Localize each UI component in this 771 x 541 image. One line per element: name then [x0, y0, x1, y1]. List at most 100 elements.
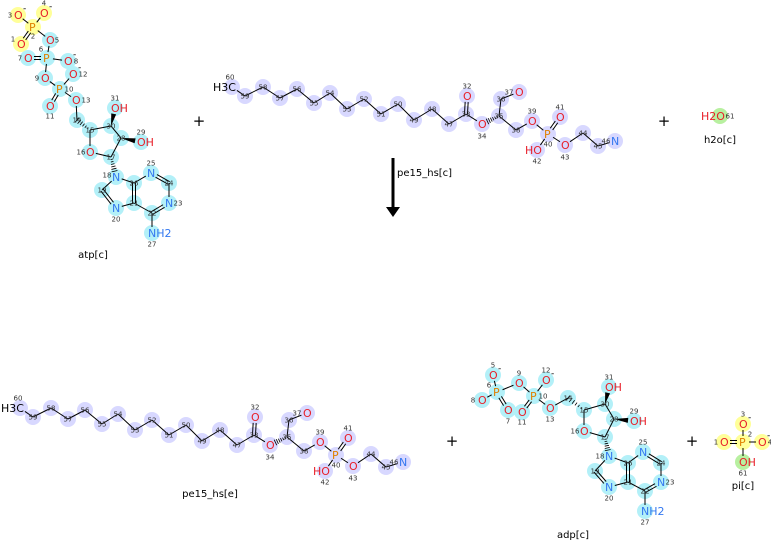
bonds — [730, 430, 756, 456]
atom-number: 13 — [546, 416, 555, 424]
atom-highlight — [576, 423, 592, 439]
single-bond — [219, 429, 238, 446]
atom-highlight — [299, 405, 315, 421]
single-bond — [121, 202, 135, 207]
atom-number: 61 — [726, 113, 735, 121]
atom-highlight — [52, 81, 68, 97]
single-bond — [313, 92, 331, 104]
atom-highlight — [626, 413, 642, 429]
single-bond — [185, 424, 203, 442]
atom-label: NH2 — [148, 227, 172, 240]
atom-label: H3C — [1, 402, 24, 415]
atom-highlight — [247, 409, 263, 425]
atom-number: 17 — [601, 434, 610, 442]
atom-number: 26 — [624, 460, 633, 468]
single-bond — [75, 105, 78, 121]
single-bond — [101, 413, 119, 425]
atom-number: 48 — [428, 106, 437, 114]
atom-highlight — [538, 372, 554, 388]
atom-highlight — [735, 434, 751, 450]
single-bond — [552, 136, 561, 143]
atom-number: 8 — [471, 397, 475, 405]
atom-label: P — [29, 21, 36, 34]
arrow-head-icon — [386, 207, 400, 217]
atom-number: 56 — [293, 86, 302, 94]
atom-number: 2 — [748, 431, 752, 439]
atom-label: O — [41, 72, 50, 85]
atom-number: 31 — [111, 95, 120, 103]
single-bond — [64, 91, 72, 98]
hashed-bond — [485, 115, 498, 125]
single-bond — [614, 481, 629, 486]
atom-label: O — [316, 436, 325, 449]
double-bond — [152, 206, 165, 215]
bonds — [236, 86, 610, 147]
wedge-bond — [605, 392, 611, 404]
double-bond — [648, 453, 663, 463]
single-bond — [329, 92, 348, 110]
atom-highlight — [12, 400, 28, 416]
atom-number: 25 — [639, 439, 648, 447]
atom-highlight — [511, 375, 527, 391]
atom-label: P — [739, 436, 746, 449]
single-bond — [37, 30, 46, 37]
atom-highlight — [262, 437, 278, 453]
atom-number: 5 — [491, 362, 495, 370]
atom-number: 12 — [79, 71, 88, 79]
atom-number: 33 — [462, 111, 471, 119]
atom-number: 3 — [741, 411, 745, 419]
atom-label: O — [251, 411, 260, 424]
single-bond — [523, 386, 530, 393]
single-bond — [244, 86, 264, 97]
single-bond — [627, 455, 639, 464]
atom-number: 14 — [73, 117, 82, 125]
atom-label: O — [46, 100, 55, 113]
atom-number: 15 — [580, 407, 589, 415]
atom-charge: - — [767, 431, 770, 441]
atom-label: N — [112, 171, 120, 184]
atom-highlight — [716, 434, 732, 450]
atom-highlight — [474, 392, 490, 408]
atom-number: 54 — [326, 90, 335, 98]
single-bond — [32, 407, 52, 418]
single-bond — [24, 411, 34, 418]
atom-label: H2O — [701, 110, 725, 123]
atom-number: 6 — [39, 46, 44, 54]
atom-number: 17 — [107, 154, 116, 162]
atom-number: 37 — [505, 89, 514, 97]
atom-number: 18 — [596, 453, 605, 461]
atom-label: N — [657, 476, 665, 489]
atom-highlight — [143, 165, 159, 181]
atom-number: 51 — [165, 432, 174, 440]
atom-number: 50 — [394, 101, 403, 109]
single-bond — [380, 103, 399, 115]
atom-highlight — [540, 126, 556, 142]
atom-number: 21 — [624, 479, 633, 487]
single-bond — [604, 418, 615, 438]
atom-number: 24 — [657, 460, 666, 468]
atom-number: 47 — [233, 442, 242, 450]
atom-label: HO — [313, 465, 330, 478]
single-bond — [168, 424, 187, 436]
bonds — [24, 407, 398, 468]
single-bond — [84, 409, 103, 425]
single-bond — [303, 444, 316, 452]
atom-number: 24 — [165, 180, 174, 188]
atom-highlight — [601, 379, 617, 395]
single-bond — [133, 202, 153, 214]
single-bond — [538, 399, 546, 405]
plus-sign: + — [192, 112, 206, 130]
double-bond — [22, 30, 29, 39]
atom-number: 16 — [77, 149, 86, 157]
atom-number: 28 — [117, 135, 126, 143]
single-bond — [110, 125, 122, 139]
atom-number: 34 — [266, 454, 275, 462]
hashed-bond — [273, 436, 286, 446]
atom-label: O — [528, 115, 537, 128]
atom-label: O — [463, 90, 472, 103]
atom-number: 54 — [114, 411, 123, 419]
plus-sign: + — [445, 432, 459, 450]
single-bond — [370, 453, 387, 468]
